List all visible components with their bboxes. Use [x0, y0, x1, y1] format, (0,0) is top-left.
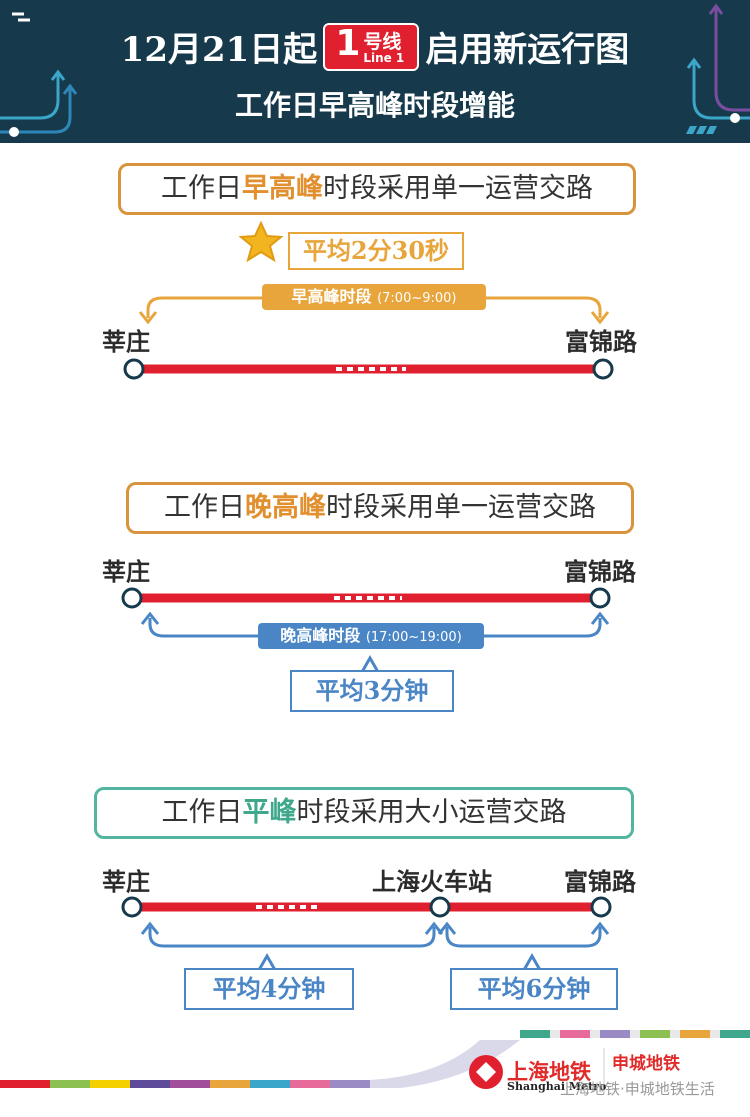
morning-station-xinzhuang: 莘庄: [102, 327, 150, 356]
morning-section-title: 工作日早高峰时段采用单一运营交路: [118, 163, 636, 215]
morning-period-tag: 早高峰时段 (7:00~9:00): [262, 284, 486, 310]
offpeak-station-shanghai-railway: 上海火车站: [372, 867, 492, 896]
offpeak-arrowhead-mid-left: [424, 921, 444, 935]
logo-shen: 申城地铁: [612, 1054, 680, 1074]
morning-title-highlight: 早高峰: [242, 173, 323, 204]
evening-station-dot-xinzhuang: [121, 587, 143, 609]
morning-interval: 平均2分30秒: [288, 232, 464, 270]
morning-arrowhead-right: [590, 311, 610, 325]
evening-interval: 平均3分钟: [290, 670, 454, 712]
evening-station-fujinlu: 富锦路: [564, 557, 636, 586]
watermark: 上海地铁·申城地铁生活: [560, 1080, 715, 1098]
evening-arrowhead-right: [590, 611, 610, 625]
star-icon: [238, 220, 284, 263]
evening-arrowhead-left: [140, 611, 160, 625]
evening-station-dot-fujinlu: [589, 587, 611, 609]
evening-station-xinzhuang: 莘庄: [102, 557, 150, 586]
offpeak-pointer-left: [257, 952, 277, 971]
header-decoration: [0, 3, 750, 137]
evening-period-time: (17:00~19:00): [365, 630, 462, 645]
offpeak-arrowhead-right: [590, 921, 610, 935]
offpeak-arrowhead-left: [140, 921, 160, 935]
offpeak-station-fujinlu: 富锦路: [564, 867, 636, 896]
offpeak-station-dot-xinzhuang: [121, 896, 143, 918]
offpeak-section-title: 工作日平峰时段采用大小运营交路: [94, 787, 634, 839]
logo-metro-en: Shanghai Metro: [507, 1080, 607, 1093]
offpeak-route: [121, 896, 612, 971]
line-zh-label: 号线: [363, 30, 402, 53]
offpeak-interval-left: 平均4分钟: [184, 968, 354, 1010]
title-date: 12月21日起: [120, 30, 318, 70]
morning-station-dot-xinzhuang: [123, 358, 145, 380]
offpeak-pointer-right: [522, 952, 542, 971]
morning-station-fujinlu: 富锦路: [565, 327, 637, 356]
offpeak-arrow-small: [445, 927, 602, 948]
line-en-label: Line 1: [363, 50, 405, 65]
offpeak-title-prefix: 工作日: [161, 797, 243, 828]
morning-title-suffix: 时段采用单一运营交路: [323, 173, 593, 204]
offpeak-arrowhead-mid-right: [437, 921, 457, 935]
offpeak-arrow-large: [148, 927, 436, 948]
title-rest: 启用新运行图: [425, 30, 630, 70]
evening-arrow-left: [148, 618, 258, 638]
page-subtitle: 工作日早高峰时段增能: [234, 89, 515, 122]
morning-title-prefix: 工作日: [161, 173, 242, 204]
offpeak-title-suffix: 时段采用大小运营交路: [296, 797, 567, 828]
morning-period-time: (7:00~9:00): [377, 291, 457, 306]
evening-section-title: 工作日晚高峰时段采用单一运营交路: [126, 482, 634, 534]
morning-arrowhead-left: [138, 311, 158, 325]
offpeak-station-dot-fujinlu: [590, 896, 612, 918]
evening-pointer: [360, 654, 380, 673]
morning-arrow-left: [146, 296, 262, 318]
morning-period-label: 早高峰时段: [291, 287, 372, 306]
evening-title-suffix: 时段采用单一运营交路: [326, 492, 596, 523]
evening-period-label: 晚高峰时段: [280, 626, 361, 645]
morning-route: [123, 220, 614, 380]
offpeak-station-xinzhuang: 莘庄: [102, 867, 150, 896]
offpeak-station-dot-shanghai-railway: [429, 896, 451, 918]
evening-arrow-right: [484, 618, 602, 638]
evening-title-prefix: 工作日: [164, 492, 245, 523]
evening-period-tag: 晚高峰时段 (17:00~19:00): [258, 623, 484, 649]
morning-arrow-right: [486, 296, 602, 318]
evening-route: [121, 587, 611, 673]
morning-station-dot-fujinlu: [592, 358, 614, 380]
offpeak-title-highlight: 平峰: [242, 797, 297, 828]
offpeak-interval-right: 平均6分钟: [450, 968, 618, 1010]
line-number: 1: [335, 22, 361, 64]
logo-metro-zh: 上海地铁: [507, 1059, 591, 1084]
evening-title-highlight: 晚高峰: [245, 492, 326, 523]
